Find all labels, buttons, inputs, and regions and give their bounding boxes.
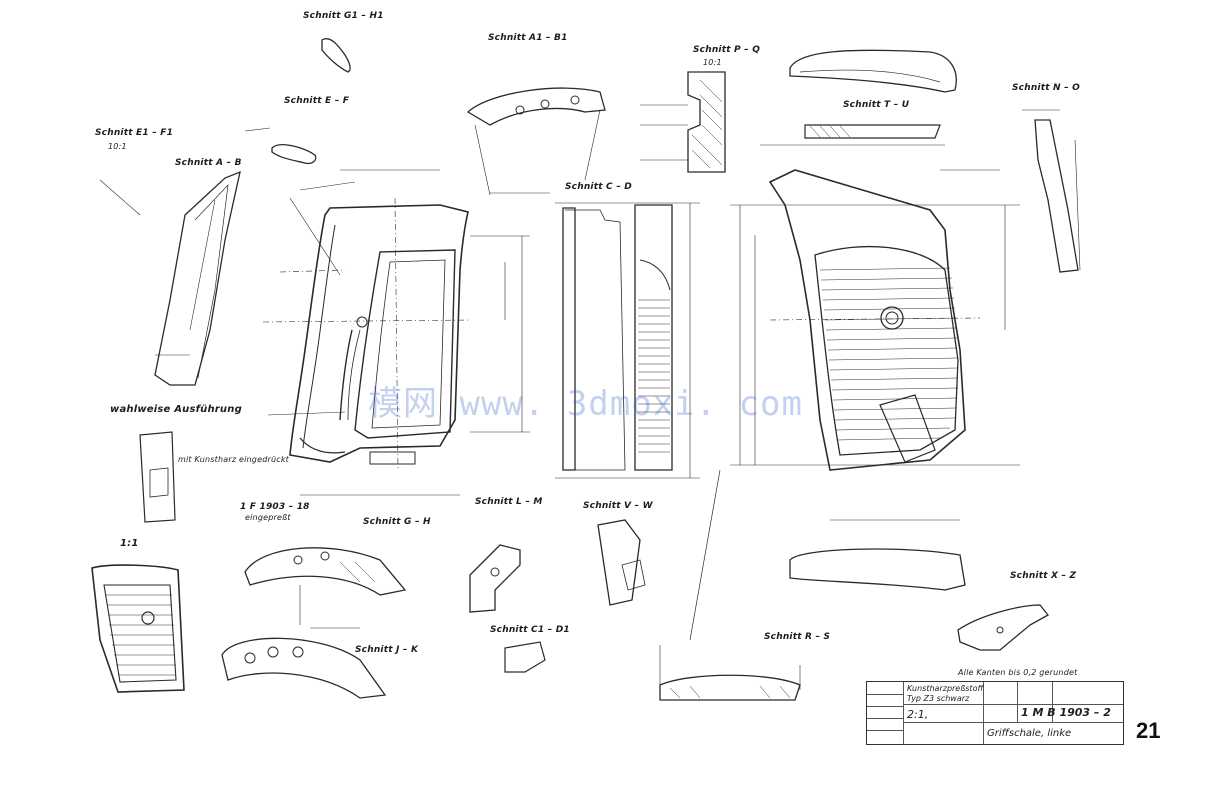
note-scale-one: 1:1: [120, 538, 139, 549]
tb-part-name: Griffschale, linke: [987, 728, 1072, 739]
label-schnitt-r-s: Schnitt R – S: [764, 632, 831, 642]
label-schnitt-e-f: Schnitt E – F: [284, 96, 350, 106]
note-kunstharz: mit Kunstharz eingedrückt: [178, 455, 289, 464]
section-t-u-view: [760, 49, 957, 146]
label-scale-e1-f1: 10:1: [108, 142, 127, 151]
section-a1-b1: [466, 87, 606, 196]
label-schnitt-c1-d1: Schnitt C1 – D1: [490, 625, 570, 635]
section-x-z: [957, 604, 1049, 651]
right-grip-view: [689, 169, 1020, 641]
grip-scale-1-1: [91, 564, 185, 693]
section-e-f-piece: [271, 144, 317, 165]
main-grip-view: [262, 169, 530, 496]
section-c-d: [555, 202, 700, 479]
note-wahlweise: wahlweise Ausführung: [110, 404, 242, 415]
section-j-k: [221, 637, 387, 699]
note-kanten: Alle Kanten bis 0,2 gerundet: [958, 668, 1078, 677]
section-v-w: [597, 519, 646, 606]
tb-scale: 2:1,: [907, 708, 929, 721]
label-schnitt-t-u: Schnitt T – U: [843, 100, 910, 110]
leaders: [189, 127, 1000, 331]
section-g1-h1-piece: [321, 38, 351, 73]
section-r-s: [659, 548, 966, 701]
tb-typ: Typ Z3 schwarz: [907, 694, 970, 703]
label-schnitt-l-m: Schnitt L – M: [475, 497, 543, 507]
tb-material: Kunstharzpreßstoff: [907, 684, 984, 693]
label-schnitt-g-h: Schnitt G – H: [363, 517, 431, 527]
page-number: 21: [1136, 718, 1161, 743]
label-schnitt-j-k: Schnitt J – K: [355, 645, 419, 655]
section-c1-d1: [504, 641, 546, 673]
watermark: 模网 www. 3dmoxi. com: [368, 384, 803, 424]
label-schnitt-a1-b1: Schnitt A1 – B1: [488, 33, 568, 43]
tb-drawing-no: 1 M B 1903 – 2: [1021, 706, 1111, 719]
label-schnitt-e1-f1: Schnitt E1 – F1: [95, 128, 174, 138]
label-schnitt-a-b: Schnitt A – B: [175, 158, 242, 168]
note-part-no: 1 F 1903 – 18: [240, 502, 310, 512]
label-schnitt-p-q: Schnitt P – Q: [693, 45, 761, 55]
title-block: Kunstharzpreßstoff Typ Z3 schwarz 2:1, 1…: [866, 681, 1124, 745]
section-l-m: [469, 544, 521, 613]
label-schnitt-g1-h1: Schnitt G1 – H1: [303, 11, 384, 21]
label-schnitt-c-d: Schnitt C – D: [565, 182, 632, 192]
label-schnitt-x-z: Schnitt X – Z: [1010, 571, 1077, 581]
section-a-b: [99, 170, 241, 386]
label-scale-p-q: 10:1: [703, 58, 722, 67]
label-schnitt-v-w: Schnitt V – W: [583, 501, 653, 511]
section-wahlweise: [139, 431, 176, 523]
section-p-q: [640, 71, 726, 173]
section-n-o: [1022, 109, 1081, 273]
note-eingepresst: eingepreßt: [245, 513, 291, 522]
section-g-h: [244, 547, 407, 629]
label-schnitt-n-o: Schnitt N – O: [1012, 83, 1081, 93]
